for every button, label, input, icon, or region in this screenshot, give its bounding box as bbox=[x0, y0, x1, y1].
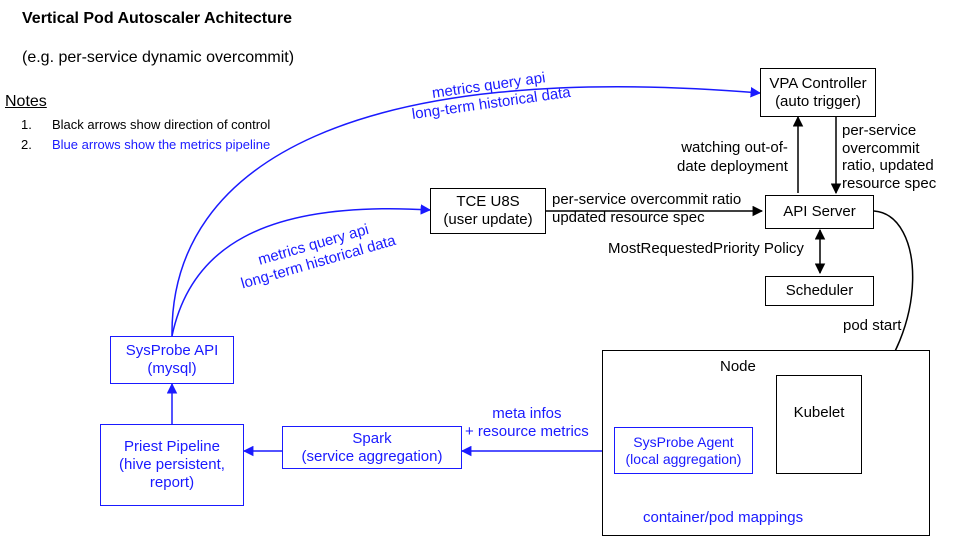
kubelet-title: Kubelet bbox=[793, 404, 845, 421]
meta-infos-line2: + resource metrics bbox=[465, 423, 589, 440]
priest-pipeline-title: Priest Pipeline bbox=[124, 438, 220, 455]
note-item-2-number: 2. bbox=[21, 137, 32, 152]
page-subtitle: (e.g. per-service dynamic overcommit) bbox=[22, 49, 295, 66]
per-service-right-label: per-service overcommit ratio, updated re… bbox=[842, 122, 936, 193]
vpa-controller-subtitle: (auto trigger) bbox=[775, 92, 861, 110]
sysprobe-agent-box: SysProbe Agent (local aggregation) bbox=[614, 427, 753, 474]
api-server-title: API Server bbox=[783, 203, 856, 220]
page-title: Vertical Pod Autoscaler Achitecture bbox=[22, 10, 293, 27]
sysprobe-api-subtitle: (mysql) bbox=[147, 360, 197, 377]
watching-line2: date deployment bbox=[677, 157, 788, 175]
container-mappings-label: container/pod mappings bbox=[643, 509, 804, 526]
kubelet-box: Kubelet bbox=[776, 375, 862, 474]
note-item-2-text: Blue arrows show the metrics pipeline bbox=[52, 137, 271, 152]
pod-start-label: pod start bbox=[843, 317, 902, 334]
vpa-controller-box: VPA Controller (auto trigger) bbox=[760, 68, 876, 117]
arrow-sysprobe-api-to-tce bbox=[171, 204, 432, 337]
tce-to-api-line2: updated resource spec bbox=[552, 209, 705, 227]
spark-title: Spark bbox=[352, 429, 392, 447]
tce-to-api-label: per-service overcommit ratio updated res… bbox=[552, 191, 741, 228]
watching-line1: watching out-of- bbox=[681, 139, 788, 156]
per-service-right-line1: per-service bbox=[842, 122, 917, 139]
per-service-right-line2: overcommit bbox=[842, 139, 920, 157]
priest-pipeline-subtitle-1: (hive persistent, bbox=[119, 456, 225, 473]
per-service-right-line3: ratio, updated bbox=[842, 157, 934, 175]
watching-label: watching out-of- date deployment bbox=[677, 139, 788, 177]
sysprobe-agent-subtitle: (local aggregation) bbox=[625, 450, 742, 467]
priest-pipeline-subtitle-2: report) bbox=[149, 474, 195, 491]
priest-pipeline-box: Priest Pipeline (hive persistent, report… bbox=[100, 424, 244, 506]
tce-u8s-subtitle: (user update) bbox=[443, 211, 533, 228]
scheduler-title: Scheduler bbox=[785, 282, 854, 299]
vpa-controller-title: VPA Controller bbox=[769, 74, 867, 92]
meta-infos-label: meta infos + resource metrics bbox=[465, 405, 589, 441]
sysprobe-api-title: SysProbe API bbox=[125, 342, 219, 359]
per-service-right-line4: resource spec bbox=[842, 175, 937, 193]
arrow-sysprobe-api-to-vpa bbox=[171, 86, 762, 337]
spark-subtitle: (service aggregation) bbox=[301, 447, 443, 465]
api-server-box: API Server bbox=[765, 195, 874, 229]
note-item-1-number: 1. bbox=[21, 117, 32, 132]
meta-infos-line1: meta infos bbox=[492, 405, 562, 422]
notes-heading: Notes bbox=[5, 93, 47, 110]
note-item-1-text: Black arrows show direction of control bbox=[52, 117, 271, 132]
policy-label: MostRequestedPriority Policy bbox=[608, 240, 804, 257]
tce-u8s-title: TCE U8S bbox=[456, 193, 520, 210]
sysprobe-api-box: SysProbe API (mysql) bbox=[110, 336, 234, 384]
tce-to-api-line1: per-service overcommit ratio bbox=[552, 191, 742, 208]
spark-box: Spark (service aggregation) bbox=[282, 426, 462, 469]
sysprobe-agent-title: SysProbe Agent bbox=[633, 433, 734, 450]
scheduler-box: Scheduler bbox=[765, 276, 874, 306]
tce-u8s-box: TCE U8S (user update) bbox=[430, 188, 546, 234]
node-label: Node bbox=[720, 358, 756, 375]
